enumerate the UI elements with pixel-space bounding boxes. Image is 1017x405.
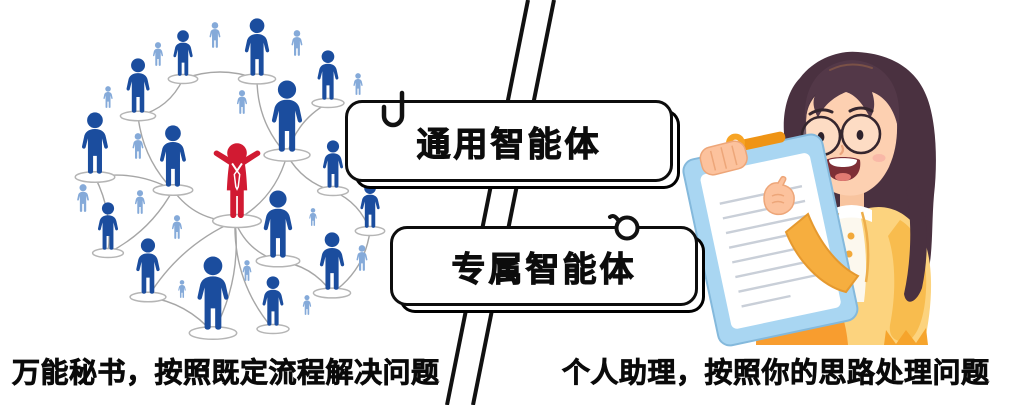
person-icon bbox=[262, 276, 284, 326]
assistant-woman-illustration bbox=[682, 51, 936, 347]
eye-right bbox=[856, 130, 864, 140]
fringe-hair bbox=[804, 60, 900, 130]
person-icon bbox=[319, 232, 345, 290]
person-icon bbox=[134, 190, 146, 214]
hook-icon bbox=[381, 90, 405, 128]
dedicated-agent-card: 专属智能体 bbox=[390, 214, 698, 306]
smiling-mouth bbox=[825, 157, 861, 181]
person-icon bbox=[77, 184, 89, 212]
person-icon bbox=[360, 182, 380, 228]
caption-dedicated-agent: 个人助理，按照你的思路处理问题 bbox=[562, 357, 990, 389]
person-icon bbox=[97, 202, 119, 250]
person-icon bbox=[171, 215, 183, 239]
hair-highlight bbox=[829, 63, 873, 71]
person-icon bbox=[302, 295, 312, 315]
pointing-hand bbox=[763, 175, 795, 216]
ring-icon bbox=[608, 214, 640, 241]
person-icon bbox=[309, 208, 317, 226]
person-icon bbox=[178, 280, 186, 298]
sleeve-hem bbox=[884, 328, 928, 345]
person-icon bbox=[126, 58, 150, 113]
person-icon bbox=[291, 30, 303, 56]
person-icon bbox=[317, 50, 339, 100]
general-agent-label: 通用智能体 bbox=[416, 125, 602, 164]
eyebrow-right bbox=[848, 106, 874, 113]
dedicated-agent-label: 专属智能体 bbox=[451, 250, 637, 289]
person-icon bbox=[236, 90, 248, 114]
person-icon bbox=[209, 22, 221, 48]
general-agent-card: 通用智能体 bbox=[345, 90, 673, 182]
red-center-person-icon bbox=[212, 142, 262, 219]
front-hair-lock bbox=[904, 180, 927, 302]
gripping-hand bbox=[699, 140, 748, 176]
person-icon bbox=[244, 18, 270, 76]
button bbox=[847, 232, 855, 240]
eyebrow-left bbox=[808, 108, 834, 116]
collar bbox=[830, 205, 872, 222]
person-icon bbox=[159, 125, 186, 187]
person-icon bbox=[197, 256, 229, 330]
person-icon bbox=[353, 73, 363, 95]
person-icon bbox=[263, 190, 293, 258]
person-icon bbox=[152, 42, 164, 66]
diagonal-divider bbox=[445, 0, 556, 405]
blush-right bbox=[872, 154, 886, 162]
person-icon bbox=[322, 140, 344, 188]
person-icon bbox=[173, 30, 193, 76]
caption-general-agent: 万能秘书，按照既定流程解决问题 bbox=[12, 357, 440, 389]
pointing-sleeve bbox=[784, 212, 860, 294]
crowd-network-illustration bbox=[74, 18, 386, 341]
nose bbox=[839, 144, 845, 156]
person-icon bbox=[103, 86, 113, 108]
person-icon bbox=[81, 112, 108, 174]
